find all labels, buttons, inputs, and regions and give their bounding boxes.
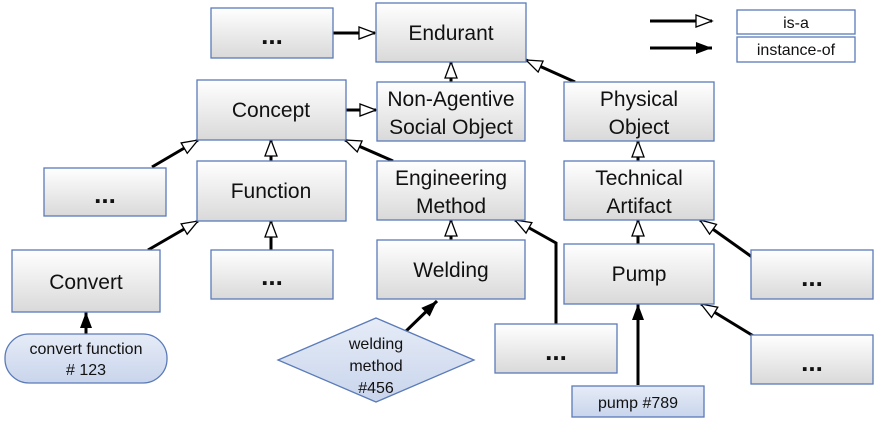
node-non-agentive-social-object: Non-Agentive Social Object [376, 81, 526, 142]
node-physical-label-line2: Object [609, 116, 670, 139]
instance-pump-shape [571, 385, 705, 418]
legend-instance-of-box [736, 36, 856, 63]
legend: is-a instance-of [650, 9, 856, 63]
node-engineering-method: Engineering Method [376, 160, 526, 221]
node-function: Function [196, 160, 347, 222]
node-welding-label: Welding [413, 259, 489, 282]
edges [80, 26, 761, 385]
node-dots-right-upper-label: ... [801, 262, 823, 292]
instance-pump: pump #789 [571, 385, 705, 418]
node-dots-method: ... [494, 323, 618, 374]
node-pump: Pump [563, 243, 715, 305]
node-endurant-label: Endurant [408, 22, 493, 45]
node-welding: Welding [376, 239, 526, 300]
node-dots-method-label: ... [545, 336, 567, 366]
node-concept: Concept [196, 79, 347, 141]
node-dots-right-lower-label: ... [801, 347, 823, 377]
node-dots-function-label: ... [261, 261, 283, 291]
edge-dots-right-lower-isa-pump [699, 302, 761, 342]
instance-convert-function-shape [4, 333, 168, 384]
edge-dots-method-isa-eng [513, 218, 558, 324]
edge-dots-right-upper-isa-tech [698, 218, 753, 259]
edge-welding-method-instance-of-welding [400, 299, 439, 337]
edge-dots-left-isa-concept [151, 138, 200, 169]
node-dots-top-label: ... [261, 20, 283, 50]
legend-instance-of-label: instance-of [757, 42, 836, 59]
instance-welding-method-line2: method [349, 358, 402, 375]
node-convert: Convert [11, 249, 161, 313]
instance-pump-label: pump #789 [598, 395, 678, 412]
node-physical-object: Physical Object [563, 81, 715, 142]
instance-convert-function-line1: convert function [30, 341, 143, 358]
node-dots-left-label: ... [94, 179, 116, 209]
node-dots-right-upper: ... [750, 249, 874, 300]
instance-welding-method: welding method #456 [276, 317, 476, 403]
edge-physical-isa-endurant [524, 58, 576, 84]
node-nas-label-line1: Non-Agentive [387, 88, 514, 111]
node-convert-label: Convert [49, 271, 123, 294]
edge-eng-isa-concept [343, 138, 394, 163]
node-eng-label-line2: Method [416, 195, 486, 218]
node-dots-function: ... [210, 249, 334, 300]
node-endurant: Endurant [375, 2, 527, 63]
node-dots-right-lower: ... [750, 334, 874, 385]
node-nas-label-line2: Social Object [389, 116, 513, 139]
edge-convert-isa-function [147, 219, 200, 252]
node-function-label: Function [231, 180, 312, 203]
node-dots-top: ... [210, 7, 334, 59]
node-technical-artifact: Technical Artifact [563, 160, 715, 221]
legend-isa-label: is-a [783, 15, 809, 32]
node-tech-label-line1: Technical [595, 167, 683, 190]
node-physical-label-line1: Physical [600, 88, 678, 111]
node-eng-label-line1: Engineering [395, 167, 507, 190]
node-dots-left: ... [43, 167, 167, 217]
instance-convert-function: convert function # 123 [4, 333, 168, 384]
node-concept-label: Concept [232, 99, 310, 122]
node-tech-label-line2: Artifact [606, 195, 672, 218]
instance-welding-method-line1: welding [348, 336, 403, 353]
node-pump-label: Pump [612, 263, 667, 286]
instance-welding-method-line3: #456 [358, 380, 394, 397]
legend-isa-box [736, 9, 856, 35]
instance-welding-method-diamond [276, 317, 476, 403]
instance-convert-function-line2: # 123 [66, 362, 106, 379]
